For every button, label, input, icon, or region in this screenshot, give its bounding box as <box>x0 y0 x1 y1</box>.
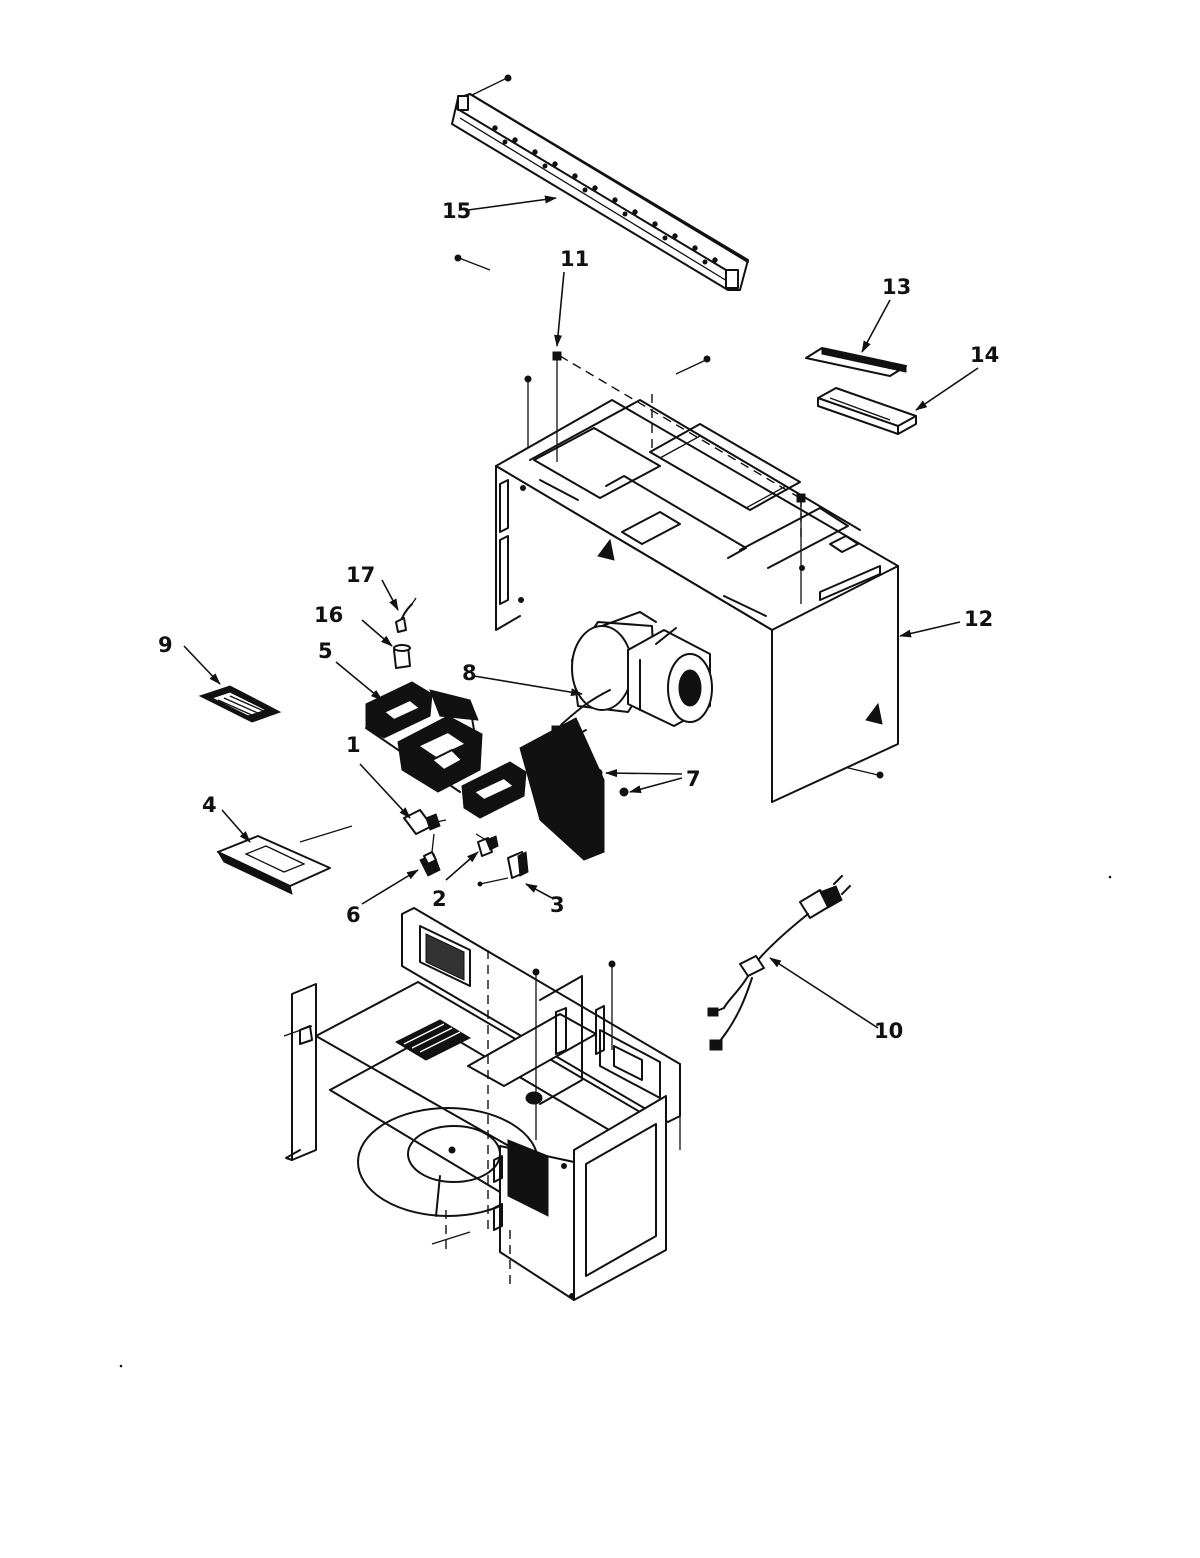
callout-3: 3 <box>550 893 565 917</box>
callout-15: 15 <box>442 199 471 223</box>
callout-2: 2 <box>432 887 447 911</box>
part-17-wire <box>395 597 417 633</box>
callout-10: 10 <box>874 1019 903 1043</box>
callout-5: 5 <box>318 639 333 663</box>
callout-1: 1 <box>346 733 361 757</box>
callout-7: 7 <box>686 767 701 791</box>
part-13-grille <box>805 347 907 377</box>
callout-8: 8 <box>462 661 477 685</box>
callout-13: 13 <box>882 275 911 299</box>
callout-9: 9 <box>158 633 173 657</box>
part-14-filter-tray <box>817 387 917 435</box>
part-1-lamp <box>403 809 447 835</box>
callout-17: 17 <box>346 563 375 587</box>
callout-11: 11 <box>560 247 589 271</box>
part-4-lamp-cover <box>216 825 353 895</box>
callout-4: 4 <box>202 793 217 817</box>
part-7-screws <box>593 768 629 797</box>
callout-12: 12 <box>964 607 993 631</box>
callout-6: 6 <box>346 903 361 927</box>
part-11-screws <box>552 351 806 604</box>
base-chassis <box>283 907 681 1301</box>
part-15-control-bracket <box>451 74 749 291</box>
part-2-clip <box>475 833 499 857</box>
callout-labels: 15 11 13 14 12 17 16 9 5 8 1 7 4 6 2 3 1… <box>158 199 999 1043</box>
part-6-switch <box>419 833 441 877</box>
part-3-connector <box>477 851 529 887</box>
part-9-filter-pad <box>198 685 282 723</box>
callout-leaders <box>183 195 979 1029</box>
callout-16: 16 <box>314 603 343 627</box>
callout-14: 14 <box>970 343 999 367</box>
part-10-power-cord <box>707 875 851 1051</box>
part-16-lamp-socket <box>393 644 411 669</box>
part-5-air-duct <box>365 681 605 861</box>
part-8-blower-motor <box>551 611 713 735</box>
